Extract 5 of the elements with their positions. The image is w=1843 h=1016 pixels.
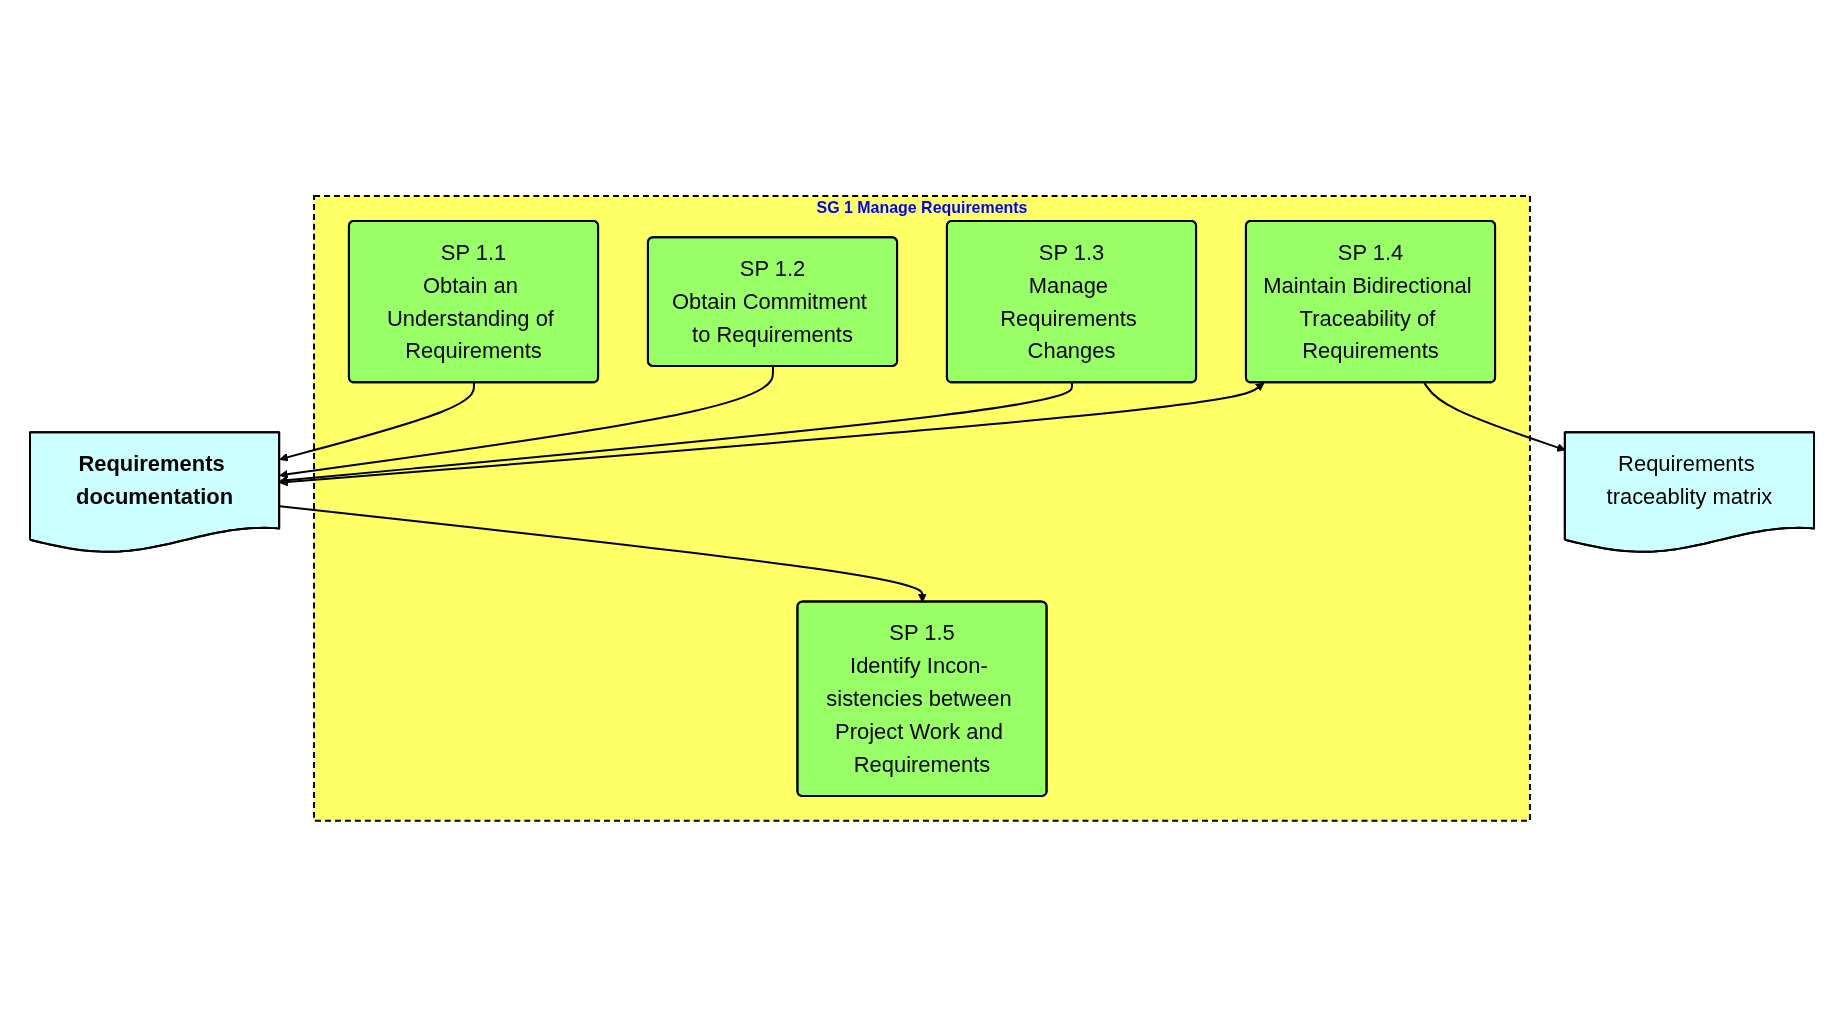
arrow xyxy=(278,382,1264,486)
arrow xyxy=(1422,381,1566,452)
arrow xyxy=(278,504,927,603)
arrow xyxy=(278,381,475,462)
arrow xyxy=(278,365,774,479)
